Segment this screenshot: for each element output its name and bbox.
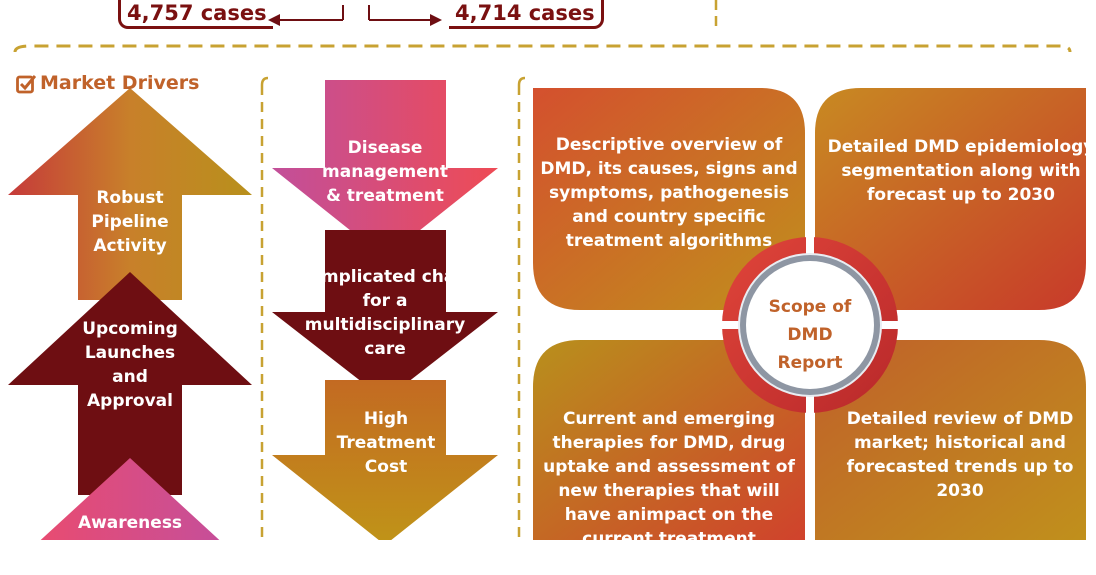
- scope-text-market: Detailed review of DMD market; historica…: [846, 409, 1074, 501]
- barrier-label-cost: High Treatment Cost: [336, 409, 436, 477]
- barrier-arrow-disease: [272, 80, 498, 258]
- scope-center-line3: Report: [777, 353, 843, 373]
- driver-arrow-robust: [8, 88, 252, 300]
- scope-quadrant-3: [533, 340, 805, 540]
- driver-label-upcoming: Upcoming Launches and Approval: [82, 319, 178, 411]
- scope-text-therapies: Current and emerging therapies for DMD, …: [543, 409, 795, 573]
- barrier-arrow-cost: [272, 380, 498, 540]
- checkbox-icon: [16, 74, 37, 94]
- driver-label-robust: Robust Pipeline Activity: [91, 188, 169, 256]
- divider-left: [260, 76, 269, 86]
- driver-arrow-upcoming: [8, 272, 252, 495]
- driver-arrow-awareness: [40, 458, 220, 540]
- left-connector-arrow: [268, 5, 344, 26]
- cases-right-label: 4,714 cases: [449, 0, 604, 29]
- scope-quadrant-1: [533, 88, 805, 310]
- barrier-label-complicated: Complicated chain for a multidisciplinar…: [296, 267, 474, 359]
- barrier-arrow-complicated: [272, 230, 498, 400]
- cases-left-label: 4,757 cases: [118, 0, 273, 29]
- section-divider: [13, 44, 1072, 53]
- scope-quadrant-2: [815, 88, 1086, 310]
- scope-quadrant-4: [815, 340, 1086, 540]
- scope-center-label: Scope of DMD Report: [750, 293, 870, 377]
- barrier-label-disease: Disease management & treatment: [322, 138, 448, 206]
- market-drivers-title: Market Drivers: [40, 72, 200, 94]
- scope-center-line1: Scope of: [768, 297, 852, 317]
- divider-right: [517, 76, 526, 86]
- infographic-graphics: [8, 0, 1086, 540]
- driver-label-awareness: Awareness: [77, 513, 183, 533]
- scope-text-overview: Descriptive overview of DMD, its causes,…: [540, 135, 798, 251]
- scope-center-line2: DMD: [787, 325, 833, 345]
- market-drivers-heading: Market Drivers: [16, 72, 199, 94]
- right-connector-arrow: [368, 5, 442, 26]
- scope-text-epidemiology: Detailed DMD epidemiology segmentation a…: [827, 137, 1095, 205]
